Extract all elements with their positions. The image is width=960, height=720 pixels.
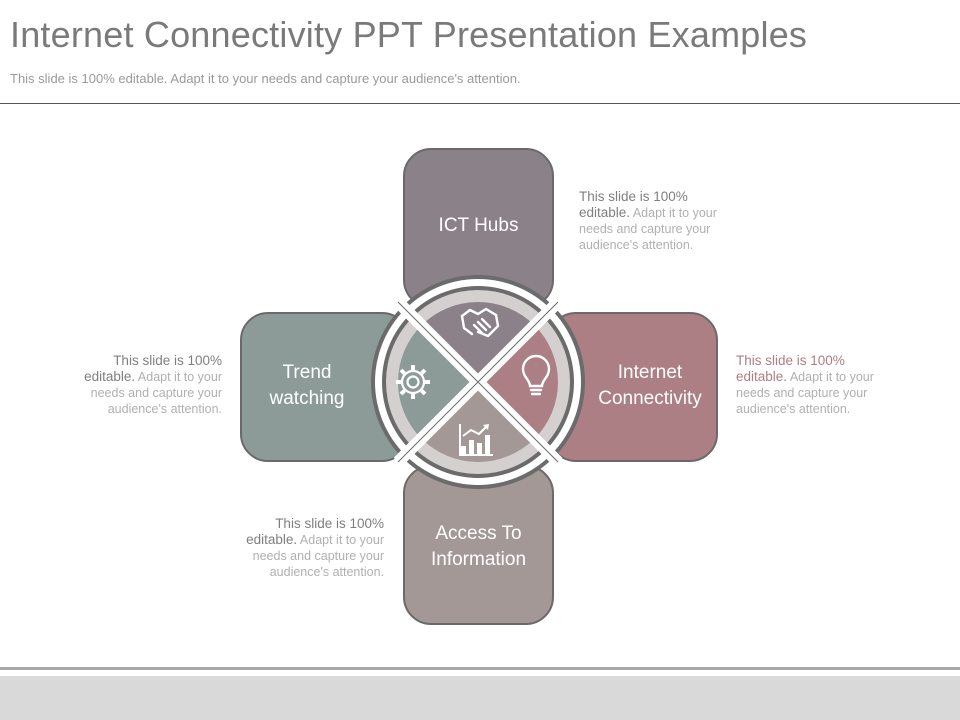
footer-band bbox=[0, 676, 960, 720]
description-bottom: This slide is 100% editable. Adapt it to… bbox=[246, 516, 384, 579]
arm-label-ict-hubs: ICT Hubs bbox=[438, 215, 519, 236]
header-divider bbox=[0, 103, 960, 104]
footer-divider bbox=[0, 667, 960, 670]
quadrant-top bbox=[421, 301, 535, 382]
description-top-right: This slide is 100% editable. Adapt it to… bbox=[579, 189, 717, 252]
quadrant-bottom bbox=[421, 382, 535, 463]
slide-title: Internet Connectivity PPT Presentation E… bbox=[10, 14, 808, 55]
center-circle bbox=[371, 275, 585, 489]
slide-subtitle: This slide is 100% editable. Adapt it to… bbox=[10, 71, 521, 86]
arm-label-trend-watching: Trend watching bbox=[269, 362, 345, 409]
description-left: This slide is 100% editable. Adapt it to… bbox=[84, 353, 222, 416]
lightbulb-icon bbox=[521, 354, 551, 396]
description-right: This slide is 100% editable. Adapt it to… bbox=[736, 353, 874, 416]
handshake-icon bbox=[460, 307, 500, 338]
gear-icon bbox=[396, 365, 430, 399]
bar-chart-icon bbox=[459, 424, 493, 456]
arm-bottom-access-to-information bbox=[403, 465, 554, 625]
quadrant-left bbox=[397, 325, 478, 439]
arm-label-internet-connectivity: Internet Connectivity bbox=[598, 362, 702, 409]
arm-label-access-to-information: Access To Information bbox=[430, 523, 527, 570]
quadrant-right bbox=[478, 325, 559, 439]
